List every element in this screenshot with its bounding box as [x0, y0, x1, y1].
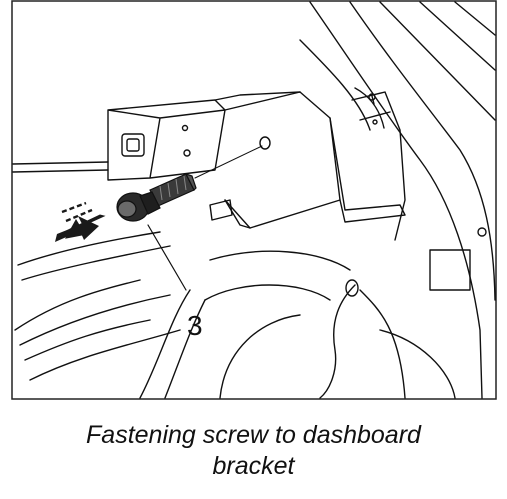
bracket-slot-inner [126, 138, 140, 152]
dashboard-beam [12, 161, 109, 173]
bracket-slot [121, 133, 145, 157]
wiring-harness [14, 231, 206, 399]
pillar-hole-side [477, 227, 487, 237]
insertion-axis-line [194, 145, 263, 179]
figure-caption: Fastening screw to dashboard bracket [0, 420, 507, 482]
caption-line-1: Fastening screw to dashboard [86, 421, 421, 449]
callout-number: 3 [187, 310, 203, 341]
harness-clip [209, 199, 233, 221]
removal-direction-arrow-icon [55, 201, 106, 242]
pillar-hole-lower [372, 119, 378, 125]
callout-leader-line [147, 224, 187, 291]
a-pillar-panel [299, 1, 496, 399]
exploded-view-illustration: 3 [11, 0, 497, 400]
screw-icon [116, 172, 197, 222]
screw-mounting-hole [259, 136, 271, 150]
illustration-frame [11, 0, 497, 400]
connector-plug [345, 279, 359, 297]
lower-housing [204, 249, 471, 399]
pillar-hole [368, 93, 376, 101]
connector-cable [319, 284, 406, 399]
bracket-hole-top [181, 124, 189, 132]
dashboard-bracket [107, 91, 341, 229]
bracket-hole [183, 149, 191, 157]
bracket-rear-plate [224, 91, 406, 229]
caption-line-2: bracket [212, 452, 295, 480]
